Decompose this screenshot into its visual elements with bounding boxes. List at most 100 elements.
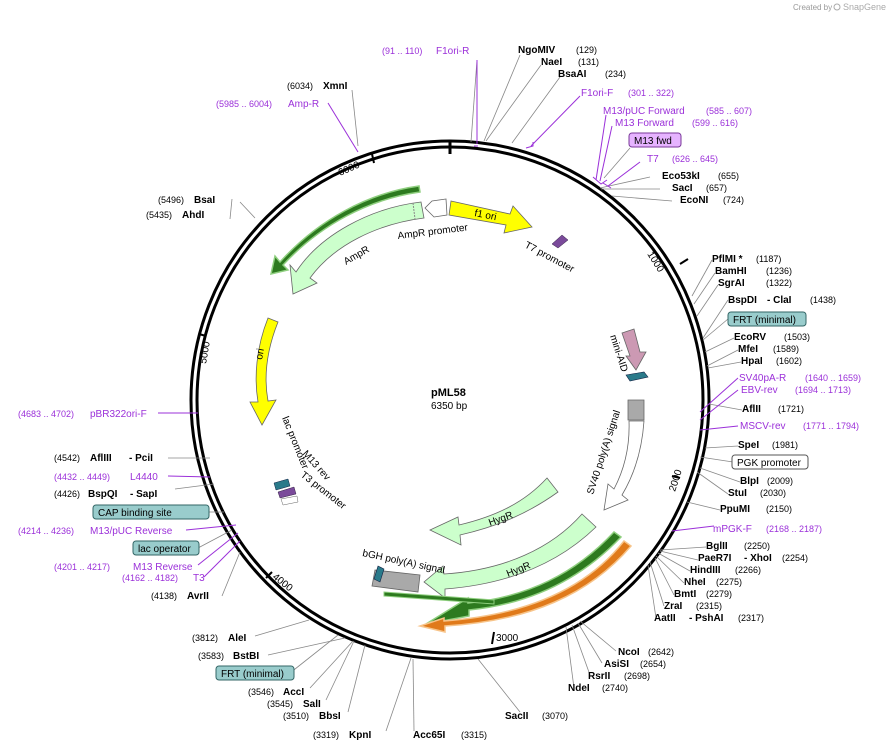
site-rsrii-pos: (2698) — [624, 671, 650, 681]
plasmid-name: pML58 — [431, 387, 466, 399]
primer-m13-reverse-pos: (4201 .. 4217) — [54, 562, 110, 572]
site-bglii-pos: (2250) — [744, 541, 770, 551]
site-eco53ki: Eco53kI — [662, 171, 700, 182]
primer-m13-forward: M13 Forward — [615, 118, 674, 129]
lac-region-markers — [273, 478, 299, 506]
site-xmni-pos: (6034) — [287, 81, 313, 91]
site-bspdi: BspDI — [728, 295, 757, 306]
frt-marker-2 — [373, 565, 385, 583]
feature-box-frt-minimal-1: FRT (minimal) — [727, 311, 807, 327]
sv40-polya-block — [627, 399, 645, 421]
site-pflmi-pos: (1187) — [756, 254, 781, 264]
primer-l4440-pos: (4432 .. 4449) — [54, 472, 110, 482]
site-acc65i: Acc65I — [413, 730, 445, 741]
site-ppumi-pos: (2150) — [766, 504, 792, 514]
site-asisi-pos: (2654) — [640, 659, 666, 669]
site-bspqi: BspQI — [88, 489, 118, 500]
site-rsrii: RsrII — [588, 671, 610, 682]
primer-f1ori-f-pos: (301 .. 322) — [628, 88, 674, 98]
site-nhei: NheI — [684, 577, 706, 588]
site-leader-lines — [168, 54, 743, 732]
site-bamhi-pos: (1236) — [766, 266, 792, 276]
site-naei-pos: (131) — [578, 57, 599, 67]
svg-text:M13 fwd: M13 fwd — [634, 136, 672, 147]
primer-mscv-rev: MSCV-rev — [740, 421, 786, 432]
feature-label-bgh-polya: bGH poly(A) signal — [361, 548, 445, 576]
site-hpai-pos: (1602) — [776, 356, 802, 366]
brand-text: SnapGene — [843, 2, 886, 12]
feature-box-cap-binding-site: CAP binding site — [92, 504, 210, 520]
f1-ori-arrow — [448, 200, 533, 234]
site-naei: NaeI — [541, 57, 562, 68]
primer-mpgk-f: mPGK-F — [713, 524, 752, 535]
site-afliii: AflIII — [90, 453, 112, 464]
site-bsai: BsaI — [194, 195, 215, 206]
site-sapi: - SapI — [130, 489, 157, 500]
primer-f1ori-f: F1ori-F — [581, 88, 613, 99]
primer-leader-lines — [158, 60, 739, 578]
svg-text:FRT (minimal): FRT (minimal) — [733, 315, 796, 326]
site-bspqi-pos: (4426) — [54, 489, 80, 499]
site-nhei-pos: (2275) — [716, 577, 742, 587]
feature-label-f1-ori: f1 ori — [473, 208, 497, 223]
site-bstbi: BstBI — [233, 651, 259, 662]
restriction-sites: NgoMIV (129) NaeI (131) BsaAI (234) Eco5… — [54, 45, 836, 741]
primer-mscv-rev-pos: (1771 .. 1794) — [803, 421, 859, 431]
site-bbsi-pos: (3510) — [283, 711, 309, 721]
site-sali: SalI — [303, 699, 321, 710]
site-bsaai: BsaAI — [558, 69, 587, 80]
site-bstbi-pos: (3583) — [198, 651, 224, 661]
primer-m13-puc-reverse-pos: (4214 .. 4236) — [18, 526, 74, 536]
frt-marker-1 — [625, 371, 649, 382]
site-stui-pos: (2030) — [760, 488, 786, 498]
primer-m13-puc-forward-pos: (585 .. 607) — [706, 106, 752, 116]
t7-promoter-marker — [551, 234, 569, 249]
mini-aid-arrow — [621, 328, 647, 371]
site-stui: StuI — [728, 488, 747, 499]
primer-m13-puc-reverse: M13/pUC Reverse — [90, 526, 173, 537]
primer-amp-r-pos: (5985 .. 6004) — [216, 99, 272, 109]
site-eco53ki-pos: (655) — [718, 171, 739, 181]
primer-t7-pos: (626 .. 645) — [672, 154, 718, 164]
site-pflmi: PflMI * — [712, 254, 743, 265]
primers: (91 .. 110) F1ori-R F1ori-F (301 .. 322)… — [18, 46, 861, 584]
feature-box-frt-minimal-2: FRT (minimal) — [215, 665, 295, 681]
site-ngomiv-pos: (129) — [576, 45, 597, 55]
feature-label-ampr: AmpR — [342, 244, 372, 267]
site-xhoi: - XhoI — [744, 553, 772, 564]
site-sgrai-pos: (1322) — [766, 278, 792, 288]
hygr-arrow-1 — [429, 477, 559, 546]
site-ndei-pos: (2740) — [602, 683, 628, 693]
site-ngomiv: NgoMIV — [518, 45, 556, 56]
bp-ticks — [198, 153, 689, 645]
site-bglii: BglII — [706, 541, 728, 552]
feature-label-t7-promoter: T7 promoter — [523, 240, 577, 276]
primer-ebv-rev-pos: (1694 .. 1713) — [795, 385, 851, 395]
orf-ampr-arc — [270, 185, 421, 276]
snapgene-logo-icon — [833, 3, 841, 11]
site-ecorv-pos: (1503) — [784, 332, 810, 342]
svg-text:PGK promoter: PGK promoter — [737, 458, 802, 469]
site-aflii: AflII — [742, 404, 761, 415]
sv40-polya-arrow — [603, 420, 645, 511]
feature-label-ampr-promoter: AmpR promoter — [397, 222, 469, 242]
primer-m13-reverse: M13 Reverse — [133, 562, 193, 573]
site-sacii-pos: (3070) — [542, 711, 568, 721]
site-avrii-pos: (4138) — [151, 591, 177, 601]
site-xhoi-pos: (2254) — [782, 553, 808, 563]
svg-text:CAP binding site: CAP binding site — [98, 508, 172, 519]
site-ahdi: AhdI — [182, 210, 204, 221]
primer-ebv-rev: EBV-rev — [741, 385, 778, 396]
primer-mpgk-f-pos: (2168 .. 2187) — [766, 524, 822, 534]
primer-f1ori-r-pos: (91 .. 110) — [382, 46, 422, 56]
site-kpni: KpnI — [349, 730, 371, 741]
site-blpi: BlpI — [740, 476, 759, 487]
site-acci-pos: (3546) — [248, 687, 274, 697]
primer-f1ori-r: F1ori-R — [436, 46, 469, 57]
site-afliii-pos: (4542) — [54, 453, 80, 463]
site-bmti: BmtI — [674, 589, 696, 600]
site-paer7i: PaeR7I — [698, 553, 732, 564]
ampr-segment-line — [412, 202, 416, 220]
ori-arrow — [249, 317, 279, 426]
site-asisi: AsiSI — [604, 659, 629, 670]
